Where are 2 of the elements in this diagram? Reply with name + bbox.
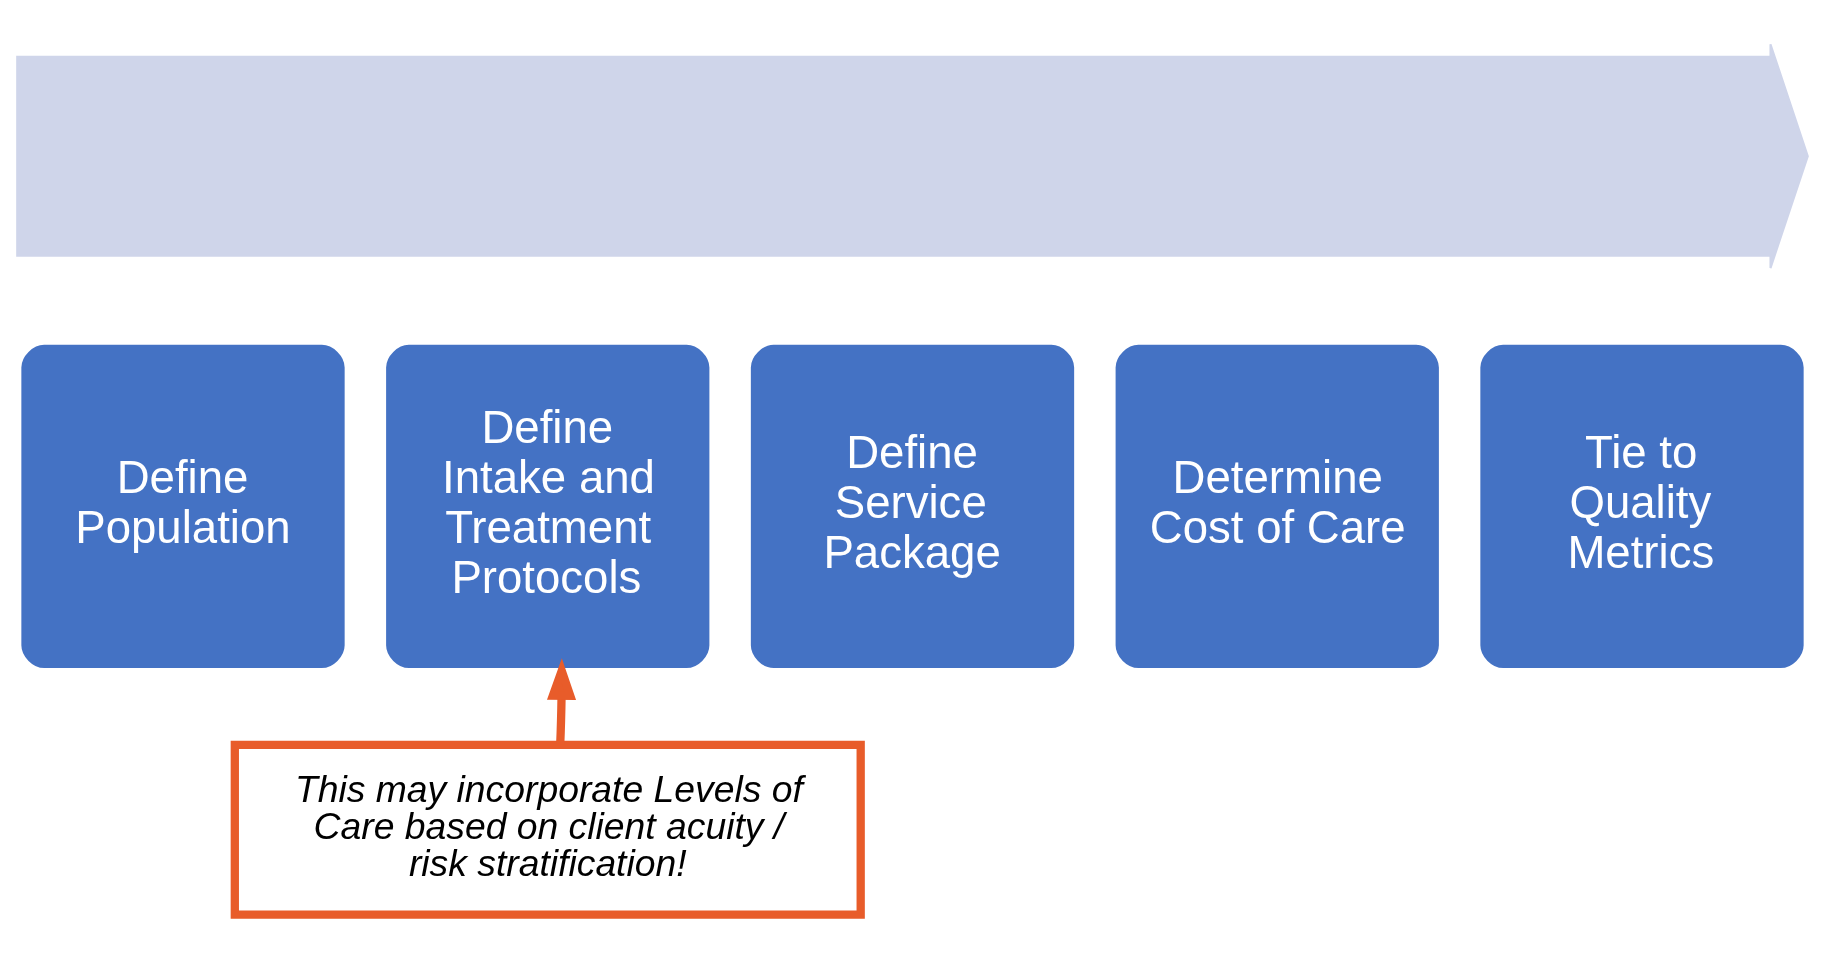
node-arrow [16,43,1809,270]
node-box: This may incorporate Levels of Care based on client acuity / risk stratification! [230,740,865,919]
